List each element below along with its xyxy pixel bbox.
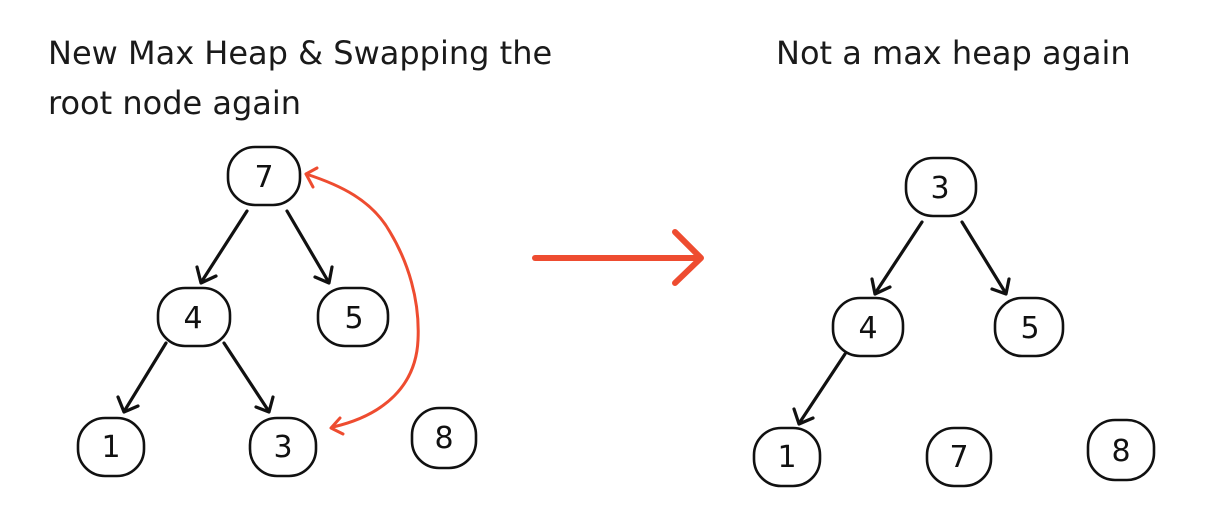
left-node-left-left: 1 xyxy=(76,416,146,478)
left-node-left: 4 xyxy=(156,286,232,348)
right-caption: Not a max heap again xyxy=(776,34,1131,72)
right-node-left-left: 1 xyxy=(752,426,822,488)
right-node-root-label: 3 xyxy=(930,171,949,206)
left-node-root: 7 xyxy=(226,145,302,207)
right-edge-root-to-left xyxy=(870,220,924,296)
right-tree-edges xyxy=(792,220,1011,426)
right-edge-left-to-leftleft xyxy=(792,352,847,426)
right-node-detached-b: 8 xyxy=(1086,418,1156,482)
left-node-left-right-label: 3 xyxy=(273,430,292,465)
left-node-right-label: 5 xyxy=(344,301,363,336)
swap-arrow xyxy=(304,166,420,436)
right-node-detached-b-label: 8 xyxy=(1111,434,1130,469)
right-node-detached-a-label: 7 xyxy=(949,440,968,475)
left-caption: New Max Heap & Swapping the root node ag… xyxy=(48,28,552,128)
left-edge-left-to-leftright xyxy=(222,341,275,414)
right-node-left: 4 xyxy=(831,296,905,358)
transition-arrow xyxy=(532,229,704,286)
left-node-detached: 8 xyxy=(410,406,478,470)
right-node-right: 5 xyxy=(993,296,1065,358)
left-caption-line-1: New Max Heap & Swapping the xyxy=(48,34,553,72)
right-node-left-left-label: 1 xyxy=(777,440,796,475)
left-node-left-left-label: 1 xyxy=(101,430,120,465)
left-edge-root-to-right xyxy=(285,209,334,285)
left-node-left-label: 4 xyxy=(183,301,202,336)
right-node-detached-a: 7 xyxy=(925,426,993,488)
right-edge-root-to-right xyxy=(960,220,1011,296)
right-node-right-label: 5 xyxy=(1020,311,1039,346)
right-node-left-label: 4 xyxy=(858,311,877,346)
left-edge-root-to-left xyxy=(195,209,249,285)
left-edge-left-to-leftleft xyxy=(116,341,168,414)
left-node-root-label: 7 xyxy=(254,160,273,195)
left-node-detached-label: 8 xyxy=(434,421,453,456)
left-tree-edges xyxy=(116,209,334,414)
left-node-right: 5 xyxy=(316,286,390,348)
left-caption-line-2: root node again xyxy=(48,84,302,122)
left-node-left-right: 3 xyxy=(248,416,318,478)
right-node-root: 3 xyxy=(904,156,978,218)
